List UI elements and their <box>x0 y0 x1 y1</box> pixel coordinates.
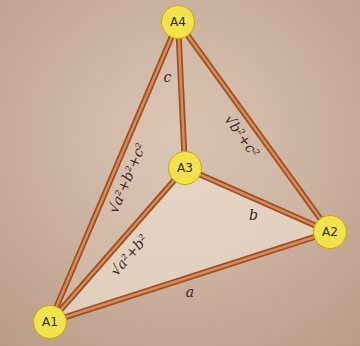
edge-length-label: c <box>164 70 172 84</box>
edge-length-label: √b²+c² <box>222 112 262 160</box>
vertex-name: A4 <box>170 15 186 29</box>
vertex-circle: A1 <box>33 305 67 339</box>
wooden-stick <box>188 36 320 218</box>
edge-length-label: a <box>186 285 194 299</box>
vertex-circle: A4 <box>161 5 195 39</box>
vertex-circle: A2 <box>313 215 347 249</box>
vertex-circle: A3 <box>168 151 202 185</box>
edge-length-label: √a²+b² <box>107 232 150 278</box>
edge-length-label: √a²+b²+c² <box>106 141 148 215</box>
wooden-stick <box>57 38 172 307</box>
vertex-name: A2 <box>322 225 338 239</box>
wooden-stick <box>179 39 184 151</box>
wooden-stick <box>66 237 314 317</box>
edge-length-label: b <box>249 208 258 222</box>
vertex-name: A1 <box>42 315 58 329</box>
vertex-name: A3 <box>177 161 193 175</box>
